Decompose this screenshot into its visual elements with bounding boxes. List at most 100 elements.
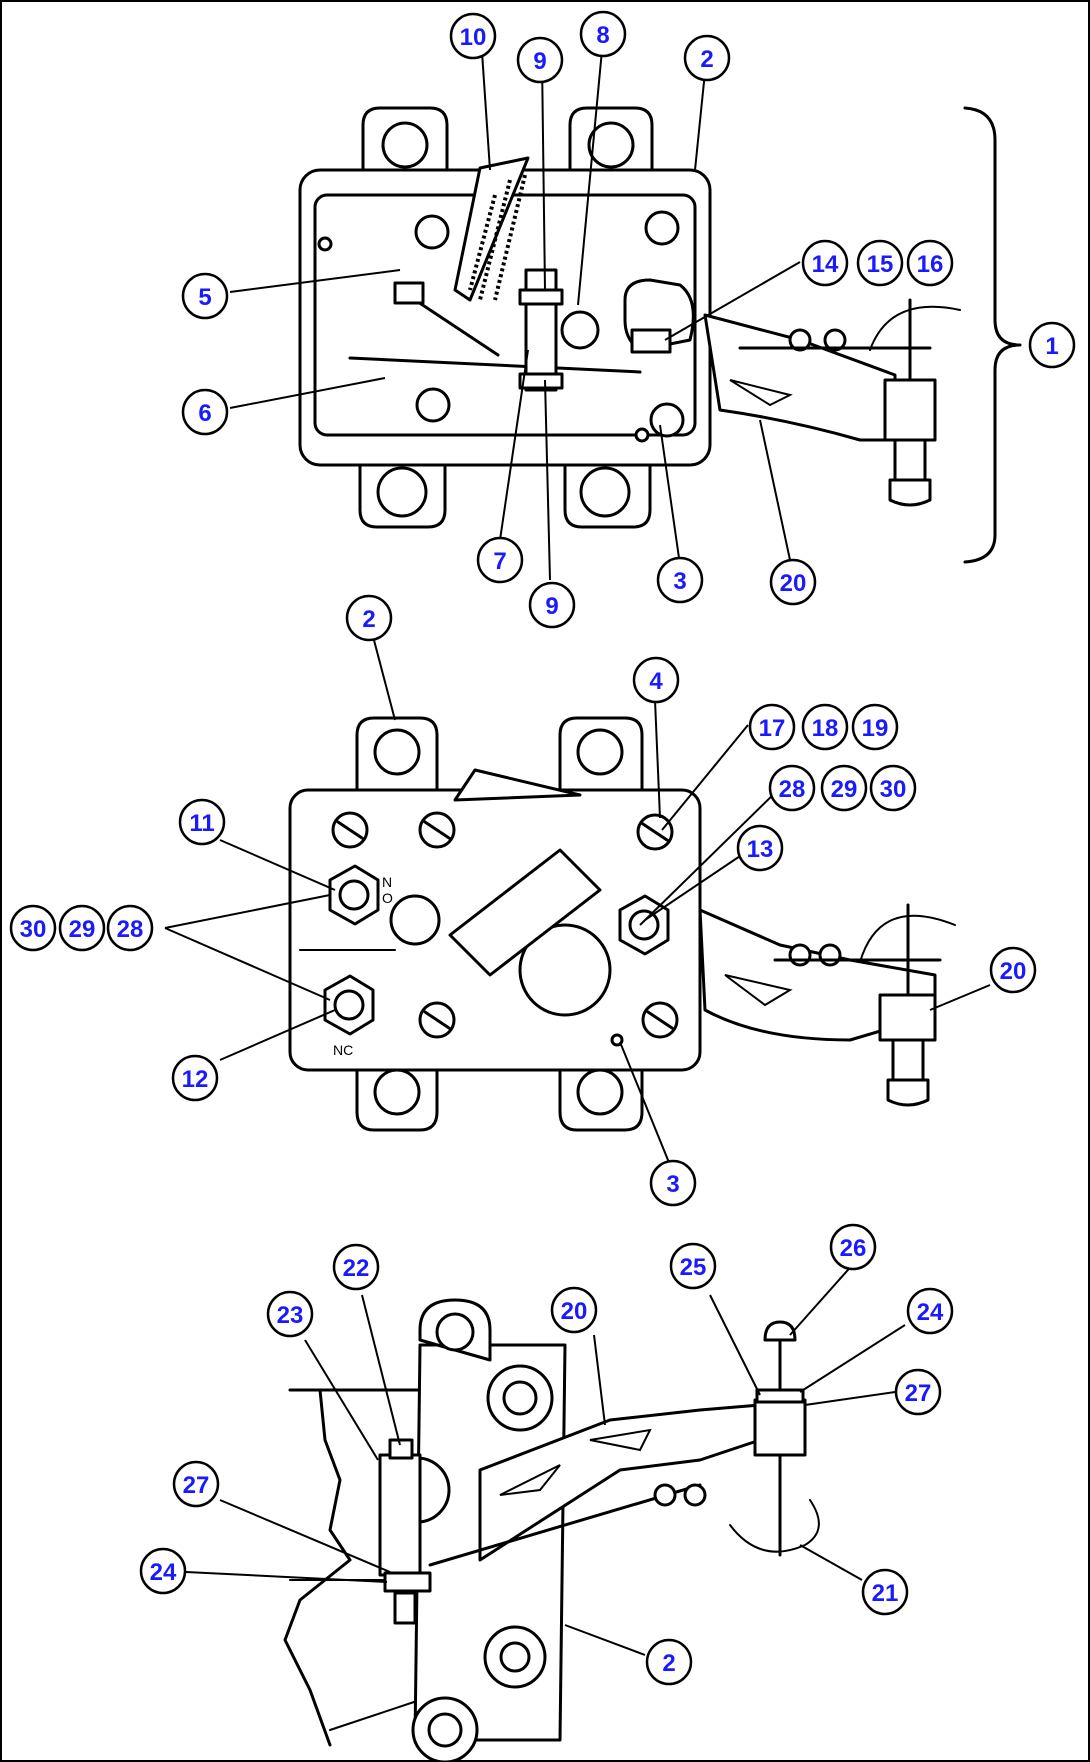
svg-text:23: 23 — [277, 1302, 304, 1329]
svg-text:18: 18 — [812, 715, 839, 742]
callout-7: 7 — [476, 536, 524, 584]
svg-text:29: 29 — [69, 916, 96, 943]
screw-head — [630, 328, 672, 354]
lever-cutout — [499, 1464, 561, 1496]
callout-10: 10 — [449, 12, 497, 60]
spring-coil — [478, 179, 512, 301]
screw-boss — [415, 387, 451, 423]
plunger-bar — [448, 848, 602, 977]
actuator-boss-large — [518, 923, 612, 1017]
lever-cutout — [724, 974, 793, 1007]
small-hole — [634, 427, 650, 443]
mounting-ear — [483, 1625, 547, 1689]
svg-text:27: 27 — [905, 1380, 932, 1407]
cover-screw — [636, 813, 674, 851]
callout-2: 2 — [683, 34, 731, 82]
leader-2b — [369, 624, 396, 721]
svg-text:3: 3 — [666, 1171, 679, 1198]
housing-tab — [453, 768, 582, 802]
mounting-ear — [361, 106, 449, 177]
svg-text:24: 24 — [917, 1299, 944, 1326]
hook-wire — [859, 914, 956, 963]
svg-text:1: 1 — [1045, 333, 1058, 360]
svg-text:10: 10 — [460, 24, 487, 51]
callout-27: 27 — [172, 1460, 220, 1508]
callout-3: 3 — [656, 556, 704, 604]
adjusting-screw — [893, 438, 927, 482]
leader-2c — [564, 1624, 646, 1656]
broken-edge — [283, 1388, 352, 1747]
leader-9b — [544, 379, 551, 581]
jam-nut — [755, 1388, 805, 1404]
adjusting-nut — [883, 378, 937, 442]
callout-25: 25 — [669, 1242, 717, 1290]
leader-11 — [219, 839, 336, 891]
svg-text:27: 27 — [183, 1472, 210, 1499]
cover-screw — [641, 1001, 679, 1039]
callout-29: 29 — [820, 764, 868, 812]
callout-17: 17 — [748, 703, 796, 751]
support-bracket — [378, 1453, 422, 1577]
leader-28b-nc — [164, 927, 331, 1001]
leader-17 — [661, 724, 749, 831]
terminal-no — [328, 864, 380, 926]
callout-13: 13 — [736, 824, 784, 872]
leader-26 — [789, 1261, 856, 1336]
lever-cutout — [589, 1428, 652, 1452]
callout-12: 12 — [171, 1054, 219, 1102]
leader-28b-no — [164, 894, 331, 929]
leader-3b — [619, 1041, 671, 1166]
leader-14 — [664, 261, 801, 341]
spring-coil — [468, 194, 497, 291]
actuator-boss — [389, 894, 441, 946]
cover-screw — [331, 811, 369, 849]
adjusting-nut — [753, 1398, 807, 1457]
svg-text:2: 2 — [700, 46, 713, 73]
callout-24: 24 — [906, 1287, 954, 1335]
stud-nut — [383, 1571, 432, 1593]
hook-wire — [869, 305, 961, 351]
callout-8: 8 — [579, 10, 627, 58]
terminal-no-mark: N — [382, 874, 392, 890]
mounting-ear — [355, 1058, 439, 1132]
leader-13 — [644, 847, 753, 921]
leader-20b — [929, 984, 991, 1011]
leader-7 — [499, 349, 529, 541]
leader-4 — [654, 699, 661, 819]
callout-11: 11 — [178, 798, 226, 846]
svg-text:22: 22 — [343, 1255, 370, 1282]
svg-text:30: 30 — [20, 916, 47, 943]
svg-text:25: 25 — [680, 1254, 707, 1281]
svg-text:28: 28 — [117, 916, 144, 943]
terminal-no-mark: O — [382, 890, 393, 906]
svg-text:5: 5 — [198, 284, 211, 311]
small-hole — [317, 236, 333, 252]
lever-rivet — [653, 1483, 677, 1507]
svg-text:29: 29 — [831, 776, 858, 803]
lever-cutout — [729, 379, 793, 407]
leader-21 — [799, 1544, 863, 1581]
svg-text:2: 2 — [362, 606, 375, 633]
callout-3: 3 — [649, 1159, 697, 1207]
middle-view-switch-front: N O NC COM — [288, 716, 956, 1132]
terminal-nc-mark: NC — [333, 1042, 353, 1058]
callout-30: 30 — [9, 904, 57, 952]
contact-blade — [348, 356, 642, 374]
screw-boss — [649, 402, 685, 438]
hook-wire — [729, 1499, 820, 1553]
callout-29: 29 — [58, 904, 106, 952]
callout-21: 21 — [861, 1568, 909, 1616]
callout-24: 24 — [139, 1547, 187, 1595]
leader-2a — [694, 71, 706, 171]
callout-14: 14 — [801, 239, 849, 287]
callout-9: 9 — [528, 581, 576, 629]
svg-text:30: 30 — [880, 776, 907, 803]
svg-text:24: 24 — [150, 1559, 177, 1586]
leader-12 — [219, 1009, 336, 1061]
cover-screw — [418, 1001, 456, 1039]
leader-20a — [759, 419, 791, 561]
callout-22: 22 — [332, 1243, 380, 1291]
callout-1: 1 — [1028, 321, 1076, 369]
mounting-ear — [355, 716, 439, 792]
